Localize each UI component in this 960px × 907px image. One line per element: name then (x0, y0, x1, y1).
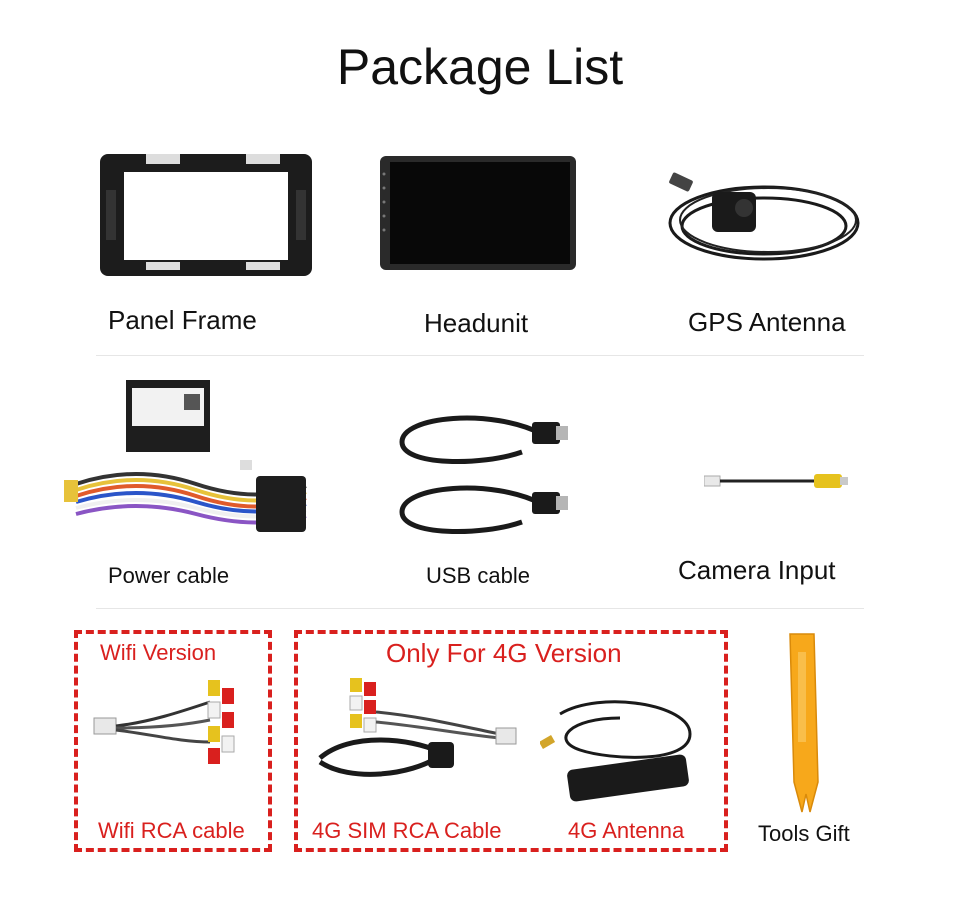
4g-version-heading: Only For 4G Version (386, 638, 622, 668)
4g-sim-rca-cable-label: 4G SIM RCA Cable (312, 818, 502, 843)
gps-antenna-image (664, 168, 864, 268)
headunit-label: Headunit (424, 308, 529, 338)
camera-input-label: Camera Input (678, 555, 836, 585)
tools-gift-label: Tools Gift (758, 821, 850, 846)
wifi-version-heading: Wifi Version (100, 640, 217, 665)
4g-version-box (294, 630, 728, 852)
wifi-version-box (74, 630, 272, 852)
row-divider (96, 355, 864, 356)
usb-cable-image (392, 412, 572, 546)
power-cable-label: Power cable (108, 563, 230, 588)
panel-frame-label: Panel Frame (108, 305, 257, 335)
wifi-rca-cable-label: Wifi RCA cable (98, 818, 245, 843)
4g-sim-rca-cable-image (310, 672, 520, 788)
panel-frame-image (96, 150, 316, 280)
tools-gift-image (784, 632, 824, 814)
camera-input-image (704, 470, 848, 494)
page-title: Package List (336, 39, 624, 95)
row-divider (96, 608, 864, 609)
power-cable-image (56, 380, 326, 550)
gps-antenna-label: GPS Antenna (688, 307, 846, 337)
usb-cable-label: USB cable (426, 563, 530, 588)
4g-antenna-label: 4G Antenna (568, 818, 685, 843)
4g-antenna-image (540, 694, 710, 804)
wifi-rca-cable-image (90, 672, 256, 772)
headunit-image (378, 154, 578, 272)
